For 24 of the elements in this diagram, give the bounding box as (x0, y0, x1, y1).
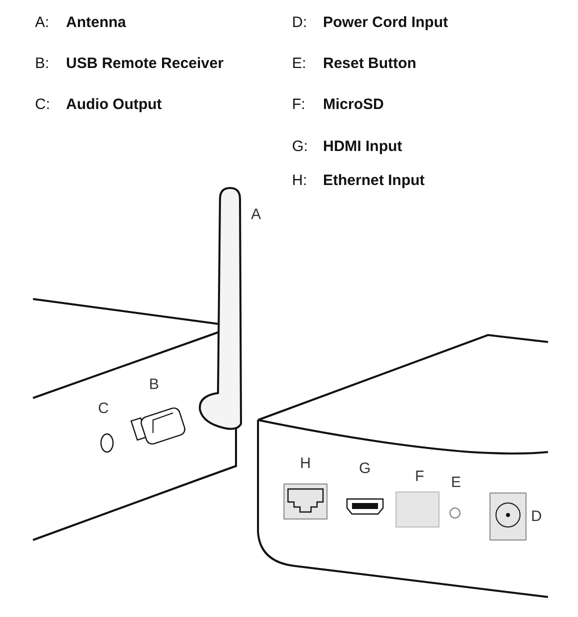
callout-letter: H (300, 456, 311, 471)
key-letter: E: (292, 56, 306, 71)
key-letter: D: (292, 15, 307, 30)
callout-letter: G (359, 461, 371, 476)
part-name: USB Remote Receiver (66, 56, 224, 71)
part-name: MicroSD (323, 97, 384, 112)
callout-letter: D (531, 509, 542, 524)
key-letter: H: (292, 173, 307, 188)
part-name: HDMI Input (323, 139, 402, 154)
part-name: Ethernet Input (323, 173, 425, 188)
part-name: Power Cord Input (323, 15, 448, 30)
callout-letter: F (415, 469, 424, 484)
callout-letter: C (98, 401, 109, 416)
part-name: Audio Output (66, 97, 162, 112)
part-name: Reset Button (323, 56, 416, 71)
part-name: Antenna (66, 15, 126, 30)
callout-letter: A (251, 207, 262, 222)
key-letter: G: (292, 139, 308, 154)
key-letter: F: (292, 97, 306, 112)
key-letter: C: (35, 97, 50, 112)
callout-letter: E (451, 475, 462, 490)
key-letter: B: (35, 56, 50, 71)
callout-letter: B (149, 377, 160, 392)
key-letter: A: (35, 15, 50, 30)
